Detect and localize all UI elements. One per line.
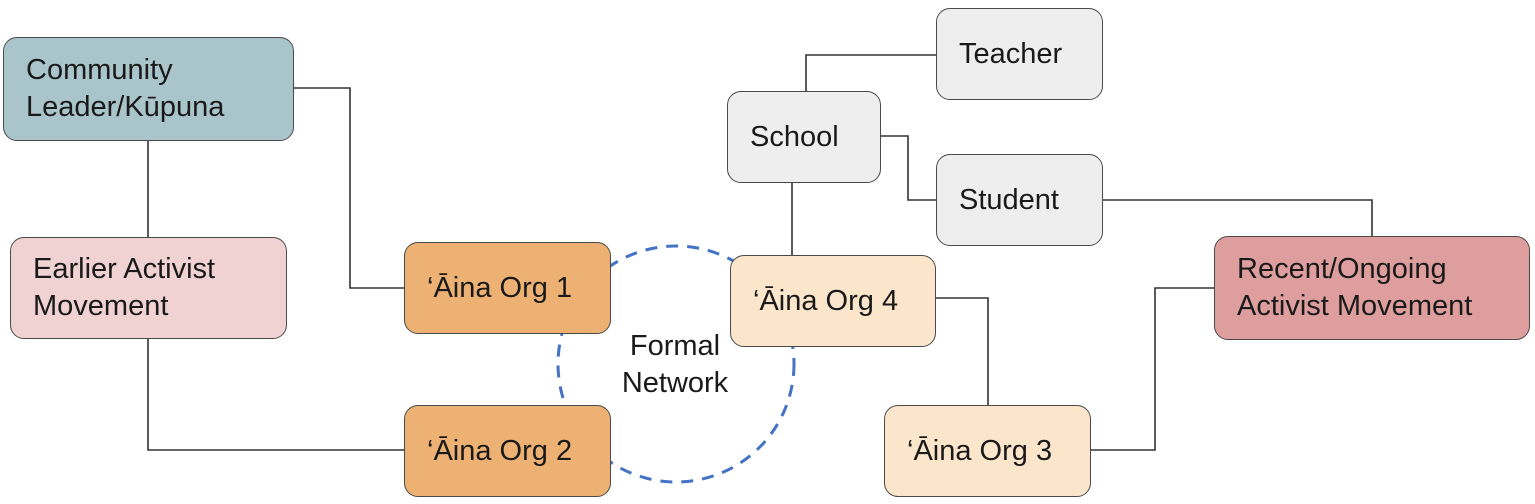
connector-school-student	[880, 135, 937, 201]
connector-lines	[147, 54, 1373, 451]
node-teacher-label: Teacher	[959, 37, 1063, 70]
connector-student-recent	[1102, 199, 1373, 237]
node-community-leader-label: Community Leader/Kūpuna	[26, 54, 225, 123]
connector-org4-org3	[935, 297, 989, 405]
node-student: Student	[936, 154, 1103, 246]
connector-org3-recent	[1090, 287, 1215, 451]
node-school: School	[727, 91, 881, 183]
node-aina-org-3: ‘Āina Org 3	[884, 405, 1091, 497]
connector-leader-org1	[293, 87, 405, 289]
node-aina-org-4: ‘Āina Org 4	[730, 255, 936, 347]
node-recent-activist-movement: Recent/Ongoing Activist Movement	[1214, 236, 1530, 340]
node-aina-org-1-label: ‘Āina Org 1	[427, 271, 573, 304]
node-aina-org-2-label: ‘Āina Org 2	[427, 434, 573, 467]
node-aina-org-1: ‘Āina Org 1	[404, 242, 611, 334]
formal-network-circle	[556, 244, 796, 484]
node-student-label: Student	[959, 183, 1059, 216]
connector-school-teacher	[805, 54, 937, 92]
node-aina-org-2: ‘Āina Org 2	[404, 405, 611, 497]
formal-network-label: Formal Network	[621, 330, 729, 399]
node-earlier-activist-movement: Earlier Activist Movement	[10, 237, 287, 339]
node-teacher: Teacher	[936, 8, 1103, 100]
node-earlier-activist-movement-label: Earlier Activist Movement	[33, 253, 216, 322]
node-community-leader: Community Leader/Kūpuna	[3, 37, 294, 141]
node-aina-org-4-label: ‘Āina Org 4	[753, 284, 899, 317]
node-recent-activist-movement-label: Recent/Ongoing Activist Movement	[1237, 253, 1473, 322]
node-school-label: School	[750, 120, 839, 153]
connector-earlier-org2	[147, 338, 405, 451]
node-aina-org-3-label: ‘Āina Org 3	[907, 434, 1053, 467]
